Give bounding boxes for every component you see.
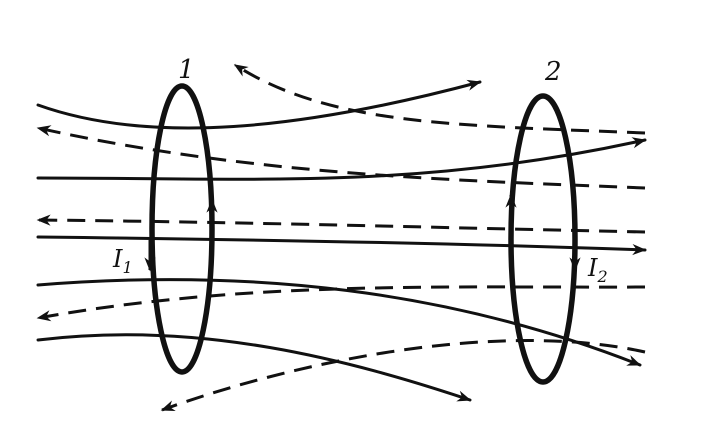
loop-2-number: 2 bbox=[544, 57, 562, 87]
current-loop-2 bbox=[508, 93, 578, 385]
dashed-field-line bbox=[160, 339, 646, 412]
loop-2-ellipse bbox=[508, 93, 578, 385]
solid-field-line bbox=[36, 278, 642, 367]
dashed-field-lines bbox=[36, 63, 646, 412]
solid-field-line bbox=[36, 333, 472, 402]
current-2-subscript: 2 bbox=[596, 267, 607, 286]
dashed-field-line bbox=[36, 214, 646, 234]
current-1-symbol: I bbox=[112, 245, 123, 273]
dashed-field-line bbox=[36, 285, 646, 322]
dashed-field-line bbox=[233, 63, 646, 135]
solid-field-line bbox=[36, 137, 647, 181]
solid-field-line bbox=[36, 79, 482, 130]
current-2-label: I2 bbox=[587, 254, 608, 286]
solid-field-line bbox=[36, 235, 647, 256]
current-1-subscript: 1 bbox=[122, 258, 132, 277]
dashed-field-line bbox=[36, 125, 646, 190]
solid-field-lines bbox=[36, 79, 647, 402]
current-1-label: I1 bbox=[112, 245, 133, 277]
current-2-symbol: I bbox=[587, 254, 598, 282]
current-loop-1 bbox=[149, 83, 215, 375]
loop-1-number: 1 bbox=[178, 55, 195, 85]
loop-1-ellipse bbox=[149, 83, 215, 375]
